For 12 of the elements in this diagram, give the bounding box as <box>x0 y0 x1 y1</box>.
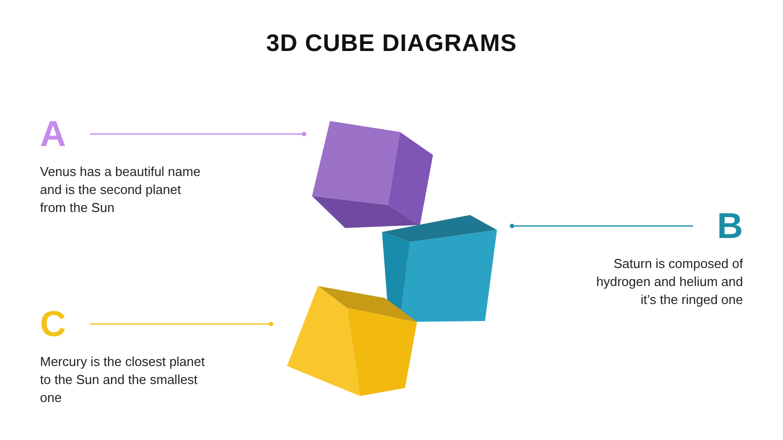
cube-drawing <box>310 118 435 230</box>
leader-line <box>90 322 274 326</box>
letter-heading: A <box>40 115 67 153</box>
letter-heading: B <box>716 207 743 245</box>
description-text: Saturn is composed of hydrogen and helium and it’s the ringed one <box>595 255 743 309</box>
slide-title: 3D CUBE DIAGRAMS <box>265 30 518 58</box>
letter-heading: C <box>40 305 67 343</box>
description-text: Venus has a beautiful name and is the second planet from the Sun <box>40 163 202 217</box>
description-text: Mercury is the closest planet to the Sun and the smallest one <box>40 353 205 407</box>
leader-line <box>90 132 306 136</box>
leader-line <box>510 224 693 228</box>
cube-drawing <box>380 213 500 325</box>
